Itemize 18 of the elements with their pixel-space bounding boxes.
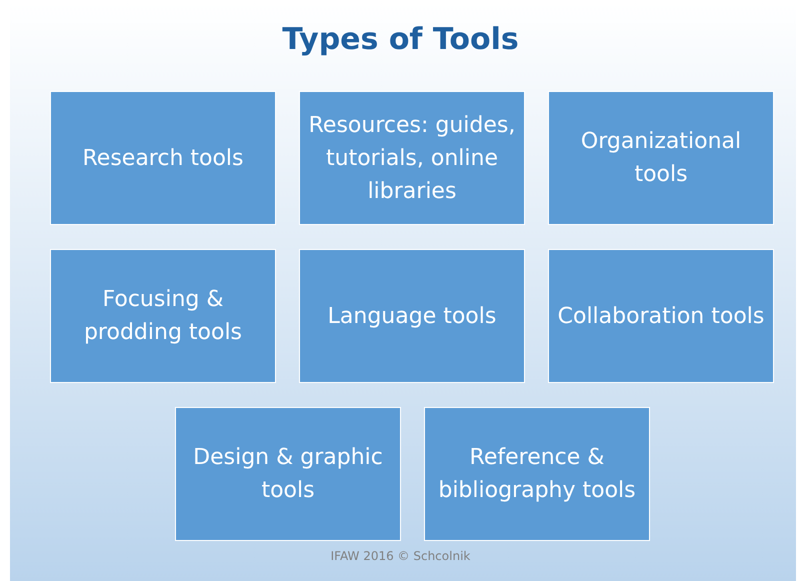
category-label: Collaboration tools — [556, 302, 766, 330]
category-box — [50, 91, 276, 225]
category-label: Resources: guides, tutorials, online libraries — [308, 112, 516, 206]
category-label: Organizational tools — [580, 128, 742, 189]
category-box — [299, 249, 525, 383]
category-label: Reference & bibliography tools — [437, 444, 637, 505]
category-label: Language tools — [326, 302, 498, 330]
category-box — [548, 91, 774, 225]
category-label: Research tools — [81, 144, 245, 172]
diagram-title: Types of Tools — [281, 22, 520, 57]
copyright-note: IFAW 2016 © Schcolnik — [330, 549, 472, 563]
category-label: Focusing & prodding tools — [82, 286, 244, 347]
category-box — [175, 407, 401, 541]
category-box — [50, 249, 276, 383]
category-box — [424, 407, 650, 541]
category-box — [299, 91, 525, 225]
category-label: Design & graphic tools — [192, 444, 384, 505]
category-box — [548, 249, 774, 383]
